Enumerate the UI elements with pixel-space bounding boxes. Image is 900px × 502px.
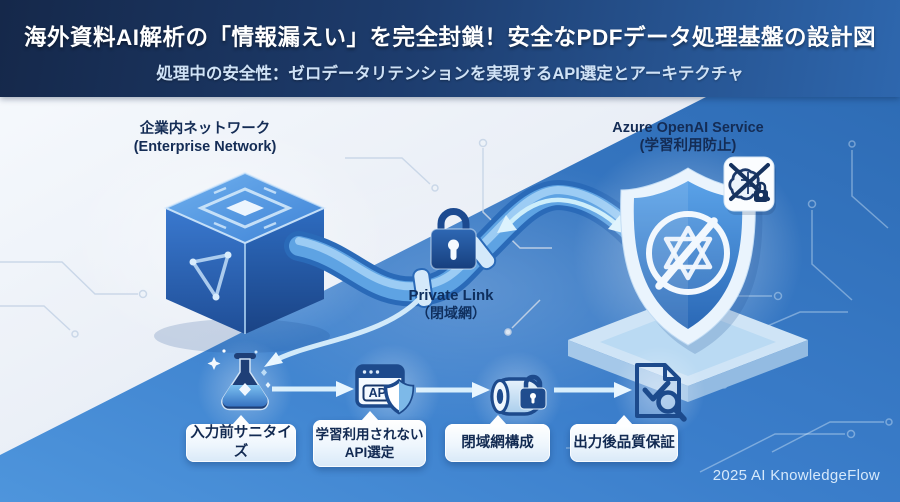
pipe-lock-icon [490, 374, 547, 416]
step-label-output-qa: 出力後品質保証 [573, 434, 675, 451]
step-box-output-qa: 出力後品質保証 [570, 415, 678, 462]
enterprise-network-title: 企業内ネットワーク [139, 121, 271, 137]
step-label-api-selection: 学習利用されない API選定 [315, 426, 424, 460]
api-shield-icon: API [355, 364, 415, 415]
step-label-input-sanitize: 入力前サニタイズ [190, 425, 292, 460]
private-link-title: Private Link [408, 287, 494, 304]
step-box-input-sanitize: 入力前サニタイズ [186, 415, 296, 462]
azure-openai-subtitle: (学習利用防止) [639, 138, 737, 154]
flask-sanitize-icon [207, 349, 271, 411]
step-box-pointer [232, 415, 250, 425]
azure-openai-title: Azure OpenAI Service [612, 120, 764, 136]
enterprise-network-subtitle: (Enterprise Network) [133, 139, 277, 155]
footer-credit: 2025 AI KnowledgeFlow [712, 467, 880, 484]
step-label-closed-network: 閉域網構成 [461, 434, 534, 451]
step-box-closed-network: 閉域網構成 [445, 415, 550, 462]
no-training-badge-icon [723, 156, 776, 215]
document-check-icon [635, 363, 687, 422]
private-link-label: Private Link （閉域網） [391, 287, 511, 322]
private-link-subtitle: （閉域網） [416, 305, 486, 321]
private-link-padlock-icon [430, 208, 477, 270]
page-subtitle: 処理中の安全性：ゼロデータリテンションを実現するAPI選定とアーキテクチャ [156, 65, 744, 83]
step-box-pointer [615, 415, 633, 425]
step-box-api-selection: 学習利用されない API選定 [313, 411, 426, 467]
enterprise-network-label: 企業内ネットワーク (Enterprise Network) [110, 120, 300, 156]
no-openai-logo-icon [646, 211, 730, 295]
enterprise-cube-icon [154, 171, 330, 353]
step-box-pointer [360, 411, 379, 421]
azure-openai-label: Azure OpenAI Service (学習利用防止) [596, 119, 780, 155]
step-box-pointer [488, 415, 507, 425]
page-title: 海外資料AI解析の「情報漏えい」を完全封鎖！安全なPDFデータ処理基盤の設計図 [23, 25, 876, 50]
header-banner: 海外資料AI解析の「情報漏えい」を完全封鎖！安全なPDFデータ処理基盤の設計図 … [0, 0, 900, 97]
